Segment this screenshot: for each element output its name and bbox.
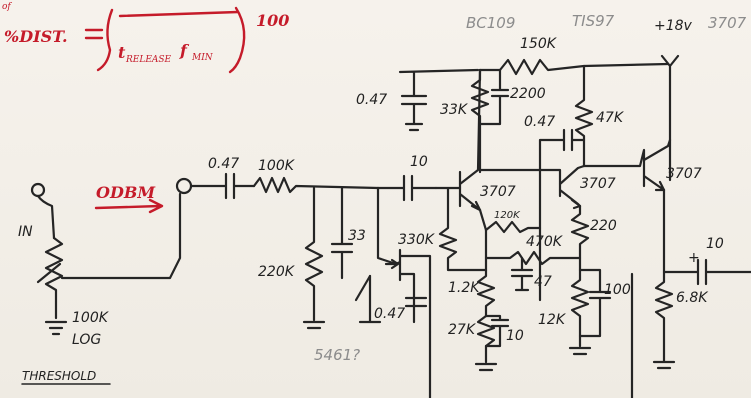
- resistor-470k: [484, 250, 582, 266]
- resistor-47k: [574, 64, 594, 168]
- input-capacitor: [189, 172, 256, 200]
- input-capacitor-label: 0.47: [208, 156, 239, 172]
- resistor-12k-label: 12K: [538, 312, 567, 328]
- capacitor-2200-label: 2200: [510, 86, 546, 102]
- threshold-pot: [44, 236, 64, 320]
- pot-ground: [44, 320, 68, 336]
- transistor-q2-label: 3707: [580, 176, 616, 192]
- capacitor-100: [578, 268, 612, 338]
- formula-denom-a-sub: RELEASE: [125, 55, 172, 65]
- input-resistor: [252, 176, 380, 194]
- capacitor-33: [330, 186, 354, 280]
- formula-equals: [84, 28, 104, 40]
- transistor-q3: [582, 138, 672, 192]
- transistor-q1-label: 3707: [480, 184, 516, 200]
- capacitor-top-047-label: 0.47: [356, 92, 387, 108]
- input-level-arrow: [94, 198, 164, 214]
- formula-denom-a: t: [118, 43, 126, 62]
- pencil-label-q3-top: 3707: [708, 14, 747, 32]
- pot-value: 100K: [72, 310, 110, 326]
- formula-denom-b-sub: MIN: [191, 53, 214, 63]
- capacitor-33-label: 33: [348, 228, 366, 244]
- input-resistor-label: 100K: [258, 158, 296, 174]
- resistor-220-label: 220: [590, 218, 617, 234]
- resistor-27k-label: 27K: [448, 322, 477, 338]
- pot-taper: LOG: [72, 332, 101, 348]
- pot-name: THRESHOLD: [22, 369, 96, 383]
- fet-capacitor-label: 0.47: [374, 306, 405, 322]
- pencil-label-fet: 5461?: [314, 346, 360, 364]
- formula-fraction-bar: [118, 10, 240, 18]
- resistor-27k: [474, 314, 498, 372]
- distortion-formula: of %DIST. t RELEASE f MIN 100: [2, 2, 289, 74]
- resistor-33k: [470, 68, 490, 174]
- coupling-capacitor: [376, 174, 438, 202]
- resistor-220k-label: 220K: [258, 264, 296, 280]
- odbm-jack: [175, 177, 193, 195]
- fet-5461: [376, 186, 432, 334]
- input-terminal: [30, 182, 46, 198]
- formula-factor: 100: [256, 11, 289, 30]
- fet-left-wire: [358, 274, 382, 324]
- input-label: IN: [18, 224, 33, 240]
- coupling-capacitor-label: 10: [410, 154, 428, 170]
- resistor-12k: [568, 268, 592, 356]
- formula-brace-right: [228, 6, 246, 74]
- resistor-150k-label: 150K: [520, 36, 558, 52]
- capacitor-100-label: 100: [604, 282, 631, 298]
- resistor-33k-label: 33K: [440, 102, 469, 118]
- transistor-q2: [478, 164, 586, 210]
- ground-220k: [302, 320, 326, 330]
- resistor-6k8: [652, 270, 676, 370]
- capacitor-mid-047: [538, 128, 586, 302]
- formula-denom-b: f: [179, 41, 190, 60]
- capacitor-10-lower-label: 10: [506, 328, 524, 344]
- capacitor-top-047: [398, 68, 480, 132]
- formula-sup: of: [2, 2, 12, 12]
- resistor-6k8-label: 6.8K: [676, 290, 709, 306]
- pencil-label-tis97: TIS97: [572, 12, 615, 30]
- resistor-120k: [484, 220, 542, 234]
- resistor-470k-label: 470K: [526, 234, 564, 250]
- pot-wiper-arrow: [36, 262, 62, 284]
- resistor-220k: [304, 186, 324, 322]
- supply-rail: [660, 54, 680, 182]
- capacitor-10-lower: [484, 314, 510, 348]
- resistor-330k-label: 330K: [398, 232, 436, 248]
- input-level-label: ODBM: [96, 183, 156, 202]
- resistor-47k-label: 47K: [596, 110, 625, 126]
- transistor-q3-label: 3707: [666, 166, 702, 182]
- supply-label: +18v: [654, 18, 693, 34]
- capacitor-mid-047-label: 0.47: [524, 114, 555, 130]
- fet-slash: [354, 274, 372, 302]
- output-capacitor-label: 10: [706, 236, 724, 252]
- resistor-150k: [498, 58, 670, 76]
- resistor-220: [570, 204, 590, 272]
- capacitor-47: [510, 256, 534, 292]
- fet-gate-arrow: [384, 258, 400, 270]
- capacitor-2200: [478, 68, 510, 126]
- capacitor-47-label: 47: [534, 274, 552, 290]
- output-capacitor-plus: +: [688, 250, 700, 266]
- transistor-q1: [458, 68, 482, 212]
- resistor-330k: [434, 186, 488, 272]
- formula-lhs: %DIST.: [4, 27, 68, 46]
- q1-emitter-wire: [478, 208, 488, 272]
- formula-brace-left: [96, 8, 114, 72]
- wiper-to-jack-wire: [60, 192, 182, 280]
- bottom-wires: [428, 272, 634, 398]
- pencil-label-bc109: BC109: [466, 14, 515, 32]
- fet-capacitor: [404, 296, 428, 308]
- resistor-1k2: [476, 268, 496, 318]
- resistor-1k2-label: 1.2K: [448, 280, 481, 296]
- resistor-120k-label: 120K: [494, 210, 521, 221]
- input-wire: [36, 194, 56, 240]
